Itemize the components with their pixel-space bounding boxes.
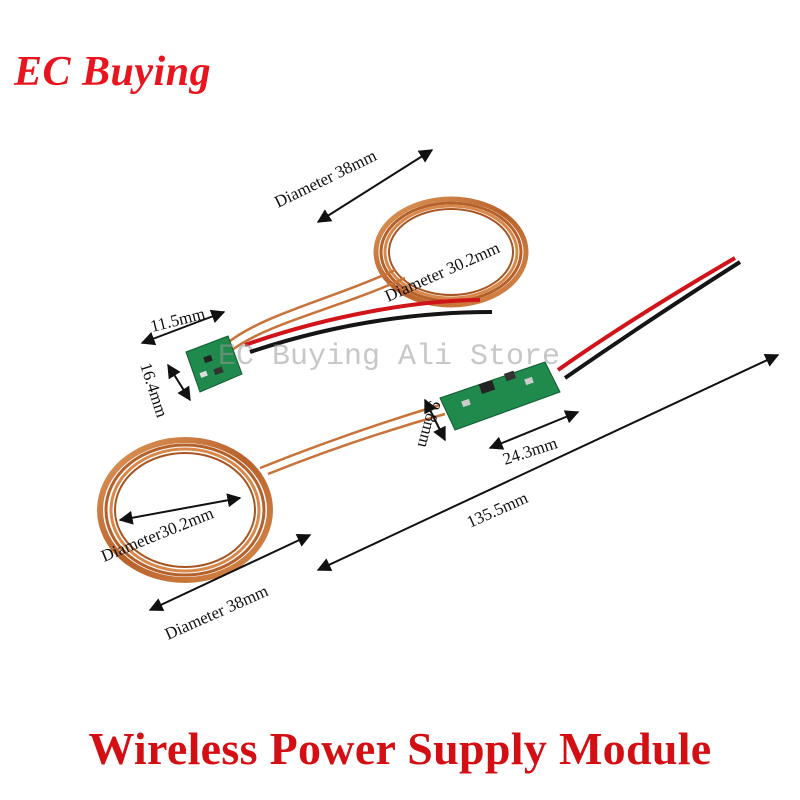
label-long-board-width: 9.8mm	[414, 399, 445, 450]
small-receiver-board	[185, 335, 243, 393]
label-bottom-coil-outer: Diameter 38mm	[162, 581, 271, 643]
label-small-board-width: 11.5mm	[148, 304, 207, 336]
label-small-board-height: 16.4mm	[136, 360, 171, 419]
bottom-coil	[97, 403, 446, 583]
brand-logo: EC Buying	[14, 49, 212, 95]
top-coil-leads	[224, 268, 493, 354]
product-caption: Wireless Power Supply Module	[88, 723, 712, 774]
watermark-text: EC Buying Ali Store	[218, 340, 560, 374]
label-overall-length: 135.5mm	[464, 488, 531, 532]
label-long-board-length: 24.3mm	[500, 433, 559, 468]
label-top-coil-outer: Diameter 38mm	[271, 146, 379, 212]
dimension-arrows	[118, 149, 780, 611]
